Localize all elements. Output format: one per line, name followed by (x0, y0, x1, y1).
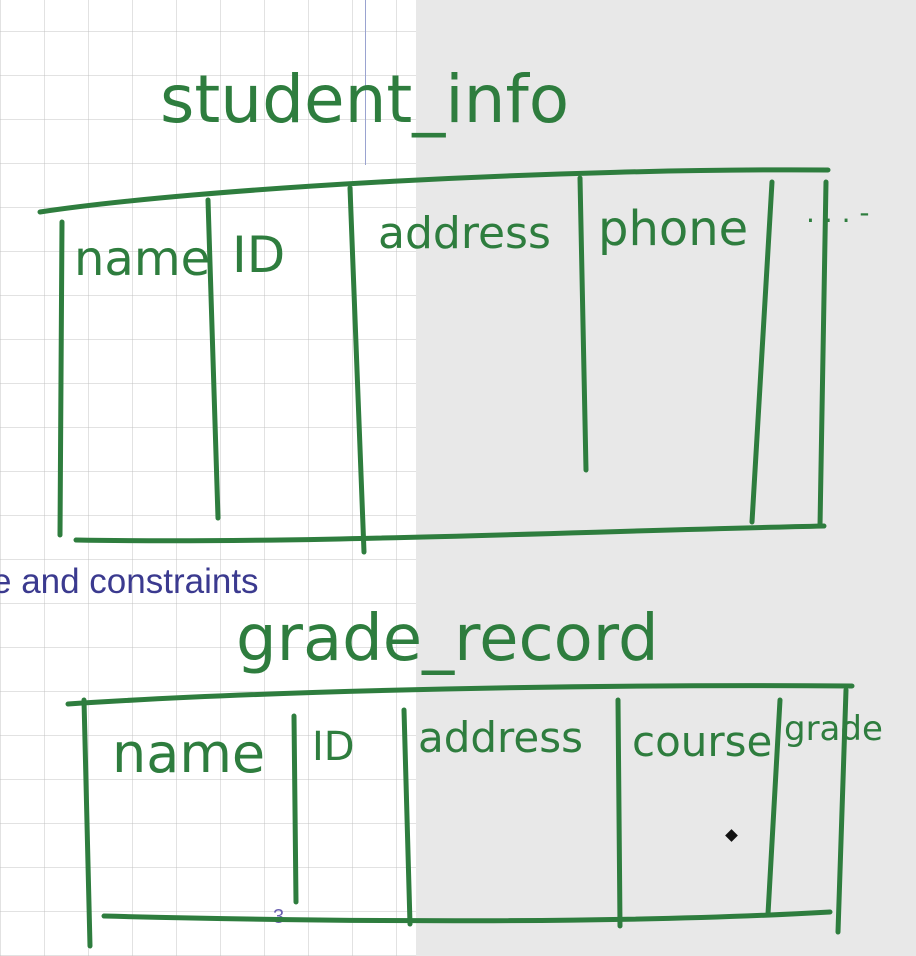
table2-divider-1 (291, 713, 299, 905)
table2-divider-2 (401, 707, 413, 927)
table2-title: grade_record (236, 602, 659, 676)
table1-title: student_info (160, 61, 569, 138)
table1-divider-4 (749, 179, 775, 525)
table2-divider-4 (765, 697, 783, 917)
table2-col-course: course (632, 717, 772, 766)
table1-col-id: ID (232, 226, 285, 284)
table2-top-border (65, 683, 855, 707)
table1-col-address: address (378, 208, 551, 259)
table2-col-id: ID (312, 724, 355, 770)
table2-left-border (81, 697, 93, 949)
table1-right-border (817, 179, 829, 529)
table2-bottom-border (101, 909, 833, 924)
table2-col-grade: grade (784, 709, 883, 749)
table1-bottom-border (73, 523, 827, 544)
table1-left-border (57, 219, 65, 538)
table1-divider-3 (577, 175, 589, 473)
slide-caption: e and constraints (0, 562, 259, 601)
table1-divider-2 (347, 185, 367, 555)
table2-col-address: address (418, 713, 583, 762)
slide-background (0, 0, 416, 956)
slide-page-number: 3 (273, 906, 285, 928)
slide-guide-line (365, 0, 366, 165)
table-student-info: student_info name ID address phone . . .… (37, 61, 870, 555)
table1-divider-1 (205, 197, 221, 521)
table2-col-name: name (112, 722, 265, 785)
table2-divider-3 (615, 697, 623, 929)
whiteboard-canvas[interactable] (416, 0, 916, 956)
table-grade-record: grade_record name ID address course grad… (65, 602, 883, 949)
table2-right-border (835, 687, 849, 935)
table1-col-phone: phone (598, 201, 748, 257)
table1-col-name: name (74, 231, 210, 287)
table1-top-border (37, 167, 831, 215)
table1-continuation: . . . - (806, 196, 870, 229)
